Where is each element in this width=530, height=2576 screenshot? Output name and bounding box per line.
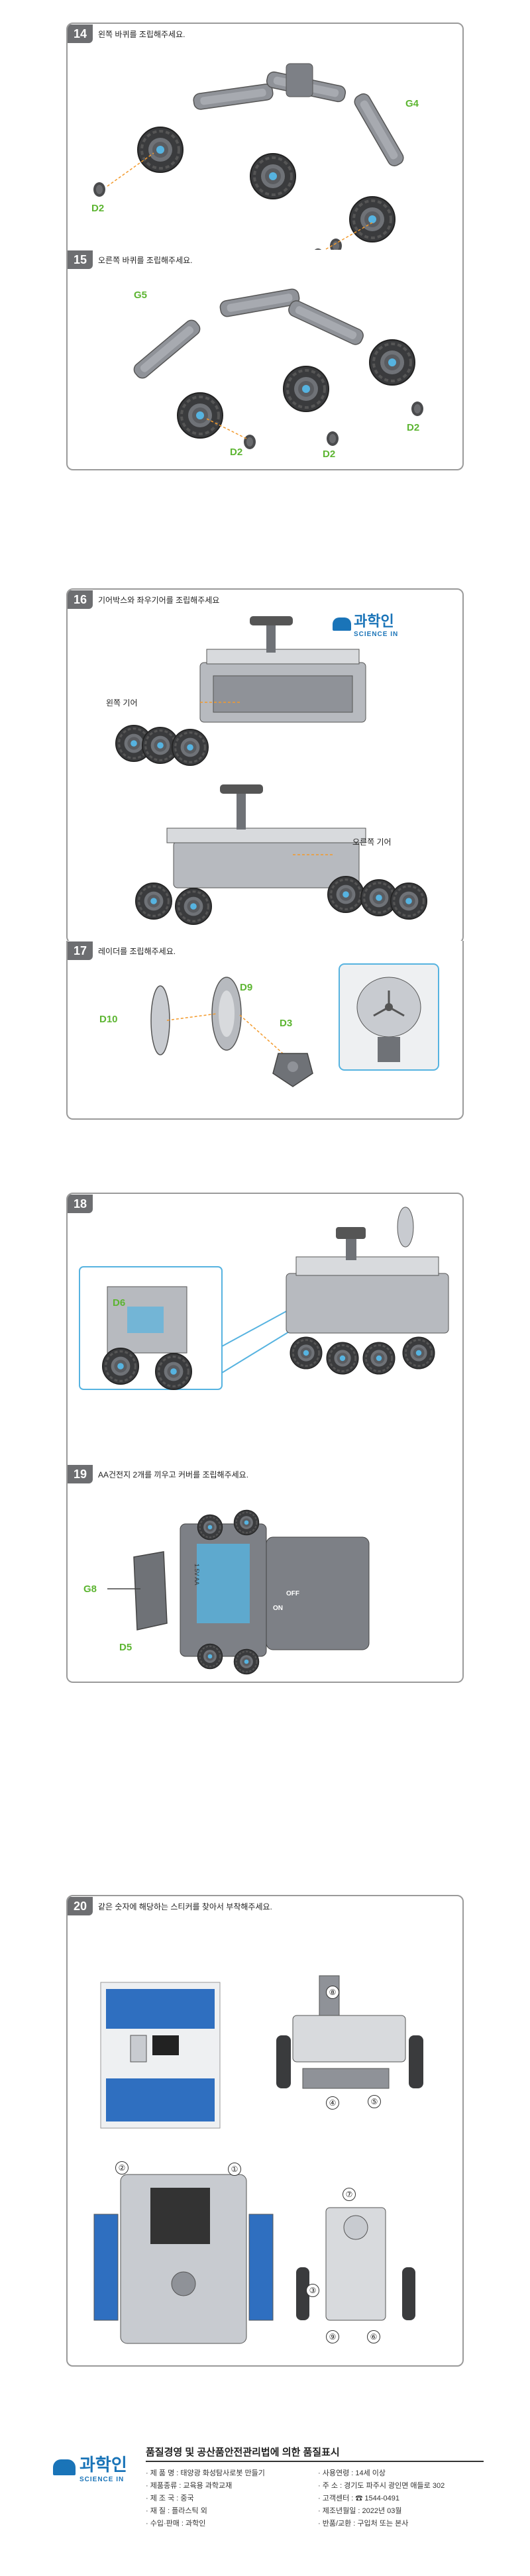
part-label-d3: D3: [280, 1018, 293, 1029]
spec-line: · 고객센터 : ☎ 1544-0491: [318, 2495, 400, 2502]
switch-on-label: ON: [273, 1605, 283, 1612]
step-14-panel: 14 왼쪽 바퀴를 조립해주세요. G4 D2 D2 D2: [66, 23, 464, 280]
battery-label: 1.5V AA: [193, 1564, 200, 1585]
part-label-d2: D2: [407, 422, 420, 433]
step-20-header: 20 같은 숫자에 해당하는 스티커를 찾아서 부착해주세요.: [68, 1896, 272, 1916]
step-instruction: 레이더를 조립해주세요.: [98, 946, 176, 956]
sticker-marker-7: ⑦: [343, 2188, 356, 2201]
step-15-panel: 15 오른쪽 바퀴를 조립해주세요. G5 D2 D2 D2: [66, 250, 464, 470]
logo-korean: 과학인: [80, 2455, 127, 2475]
footer-divider: [146, 2461, 484, 2462]
part-label-d9: D9: [240, 982, 253, 993]
sticker-marker-5: ⑤: [368, 2095, 381, 2108]
step-instruction: 왼쪽 바퀴를 조립해주세요.: [98, 29, 186, 39]
logo-icon: [53, 2459, 76, 2475]
step-number: 20: [68, 1897, 93, 1915]
part-label-g4: G4: [405, 98, 419, 109]
part-label-d2: D2: [91, 203, 105, 214]
step-18-header: 18: [68, 1194, 93, 1214]
part-label-d6: D6: [113, 1297, 126, 1309]
step-number: 19: [68, 1465, 93, 1483]
footer-right-column: · 사용연령 : 14세 이상 · 주 소 : 경기도 파주시 광인면 애들로 …: [318, 2467, 445, 2530]
step-instruction: AA건전지 2개를 끼우고 커버를 조립해주세요.: [98, 1470, 249, 1479]
footer-left-column: · 제 품 명 : 태양광 화성탐사로봇 만들기 · 제품종류 : 교육용 과학…: [146, 2467, 265, 2530]
part-label-g5: G5: [134, 290, 148, 301]
step-16-illustration: [115, 616, 428, 926]
step-number: 14: [68, 25, 93, 43]
step-20-panel: 20 같은 숫자에 해당하는 스티커를 찾아서 부착해주세요. ① ② ③ ④ …: [66, 1895, 464, 2367]
footer-title: 품질경영 및 공산품안전관리법에 의한 품질표시: [146, 2447, 340, 2458]
step-number: 15: [68, 250, 93, 269]
part-label-d5: D5: [119, 1642, 132, 1653]
spec-line: · 수입·판매 : 과학인: [146, 2520, 206, 2528]
step-17-panel: 17 레이더를 조립해주세요. D9 D10 D3: [66, 941, 464, 1120]
spec-line: · 제 조 국 : 중국: [146, 2495, 194, 2502]
step-17-header: 17 레이더를 조립해주세요.: [68, 941, 176, 961]
spec-line: · 제 품 명 : 태양광 화성탐사로봇 만들기: [146, 2469, 265, 2477]
step-16-header: 16 기어박스와 좌우기어를 조립해주세요: [68, 590, 219, 610]
logo-korean: 과학인: [354, 613, 394, 629]
right-gear-label: 오른쪽 기어: [352, 837, 392, 847]
step-18-panel: 18 D6: [66, 1193, 464, 1477]
spec-line: · 재 질 : 플라스틱 외: [146, 2507, 207, 2515]
part-label-d10: D10: [99, 1014, 118, 1025]
step-19-header: 19 AA건전지 2개를 끼우고 커버를 조립해주세요.: [68, 1464, 248, 1484]
step-15-illustration: [131, 288, 423, 449]
logo-icon: [333, 617, 351, 631]
footer-logo: 과학인 SCIENCE IN: [53, 2451, 127, 2483]
step-number: 18: [68, 1195, 93, 1213]
step-14-header: 14 왼쪽 바퀴를 조립해주세요.: [68, 24, 185, 44]
spec-line: · 반품/교환 : 구입처 또는 본사: [318, 2520, 409, 2528]
logo-english: SCIENCE IN: [80, 2476, 125, 2483]
step-instruction: 기어박스와 좌우기어를 조립해주세요: [98, 595, 220, 605]
step-instruction: 같은 숫자에 해당하는 스티커를 찾아서 부착해주세요.: [98, 1902, 272, 1911]
spec-line: · 사용연령 : 14세 이상: [318, 2469, 386, 2477]
brand-logo: 과학인 SCIENCE IN: [333, 610, 398, 638]
step-instruction: 오른쪽 바퀴를 조립해주세요.: [98, 255, 193, 265]
step-19-panel: 19 AA건전지 2개를 끼우고 커버를 조립해주세요. G8 D5 1.5V …: [66, 1464, 464, 1683]
quality-footer: 과학인 SCIENCE IN 품질경영 및 공산품안전관리법에 의한 품질표시 …: [46, 2438, 484, 2538]
sticker-marker-9: ⑨: [326, 2330, 339, 2343]
sticker-marker-3: ③: [306, 2284, 319, 2297]
sticker-marker-1: ①: [228, 2163, 241, 2176]
part-label-g8: G8: [83, 1583, 97, 1595]
step-20-illustration: [93, 1975, 423, 2344]
step-16-panel: 16 기어박스와 좌우기어를 조립해주세요 과학인 SCIENCE IN 왼쪽 …: [66, 588, 464, 943]
left-gear-label: 왼쪽 기어: [106, 698, 138, 708]
sticker-marker-4: ④: [326, 2096, 339, 2110]
part-label-d2: D2: [230, 447, 243, 458]
spec-line: · 주 소 : 경기도 파주시 광인면 애들로 302: [318, 2482, 445, 2490]
spec-line: · 제조년월일 : 2022년 03월: [318, 2507, 402, 2515]
step-14-illustration: [93, 63, 407, 263]
part-label-d2: D2: [323, 449, 336, 460]
sticker-marker-8: ⑧: [326, 1986, 339, 1999]
step-19-illustration: [107, 1509, 370, 1675]
step-18-illustration: [79, 1207, 449, 1391]
switch-off-label: OFF: [286, 1590, 299, 1597]
step-number: 17: [68, 941, 93, 960]
logo-english: SCIENCE IN: [354, 631, 399, 638]
sticker-marker-6: ⑥: [367, 2330, 380, 2343]
spec-line: · 제품종류 : 교육용 과학교재: [146, 2482, 233, 2490]
step-15-header: 15 오른쪽 바퀴를 조립해주세요.: [68, 250, 192, 270]
sticker-marker-2: ②: [115, 2161, 129, 2174]
step-17-illustration: [150, 963, 439, 1087]
step-number: 16: [68, 590, 93, 609]
